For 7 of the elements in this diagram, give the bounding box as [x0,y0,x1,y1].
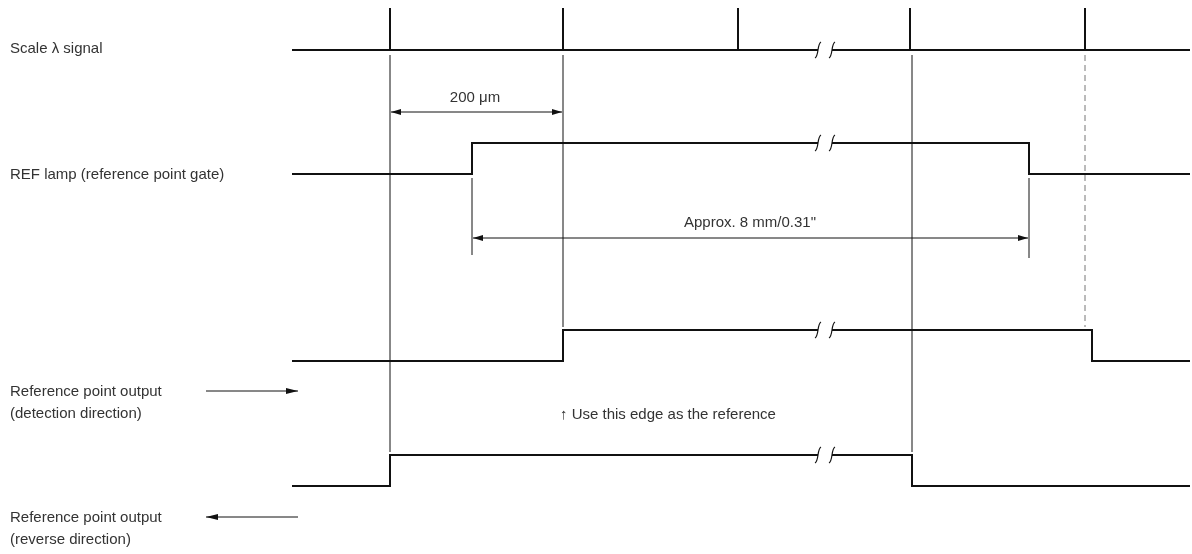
dimension-label: Approx. 8 mm/0.31" [683,212,817,232]
signal-label: Reference point output (reverse direction) [10,507,163,549]
note-text: ↑ Use this edge as the reference [560,404,776,424]
signal-label: Reference point output (detection direction) [10,381,163,423]
dimension-label: 200 μm [449,87,501,107]
signal-label: REF lamp (reference point gate) [10,164,225,184]
signal-label: Scale λ signal [10,38,103,58]
